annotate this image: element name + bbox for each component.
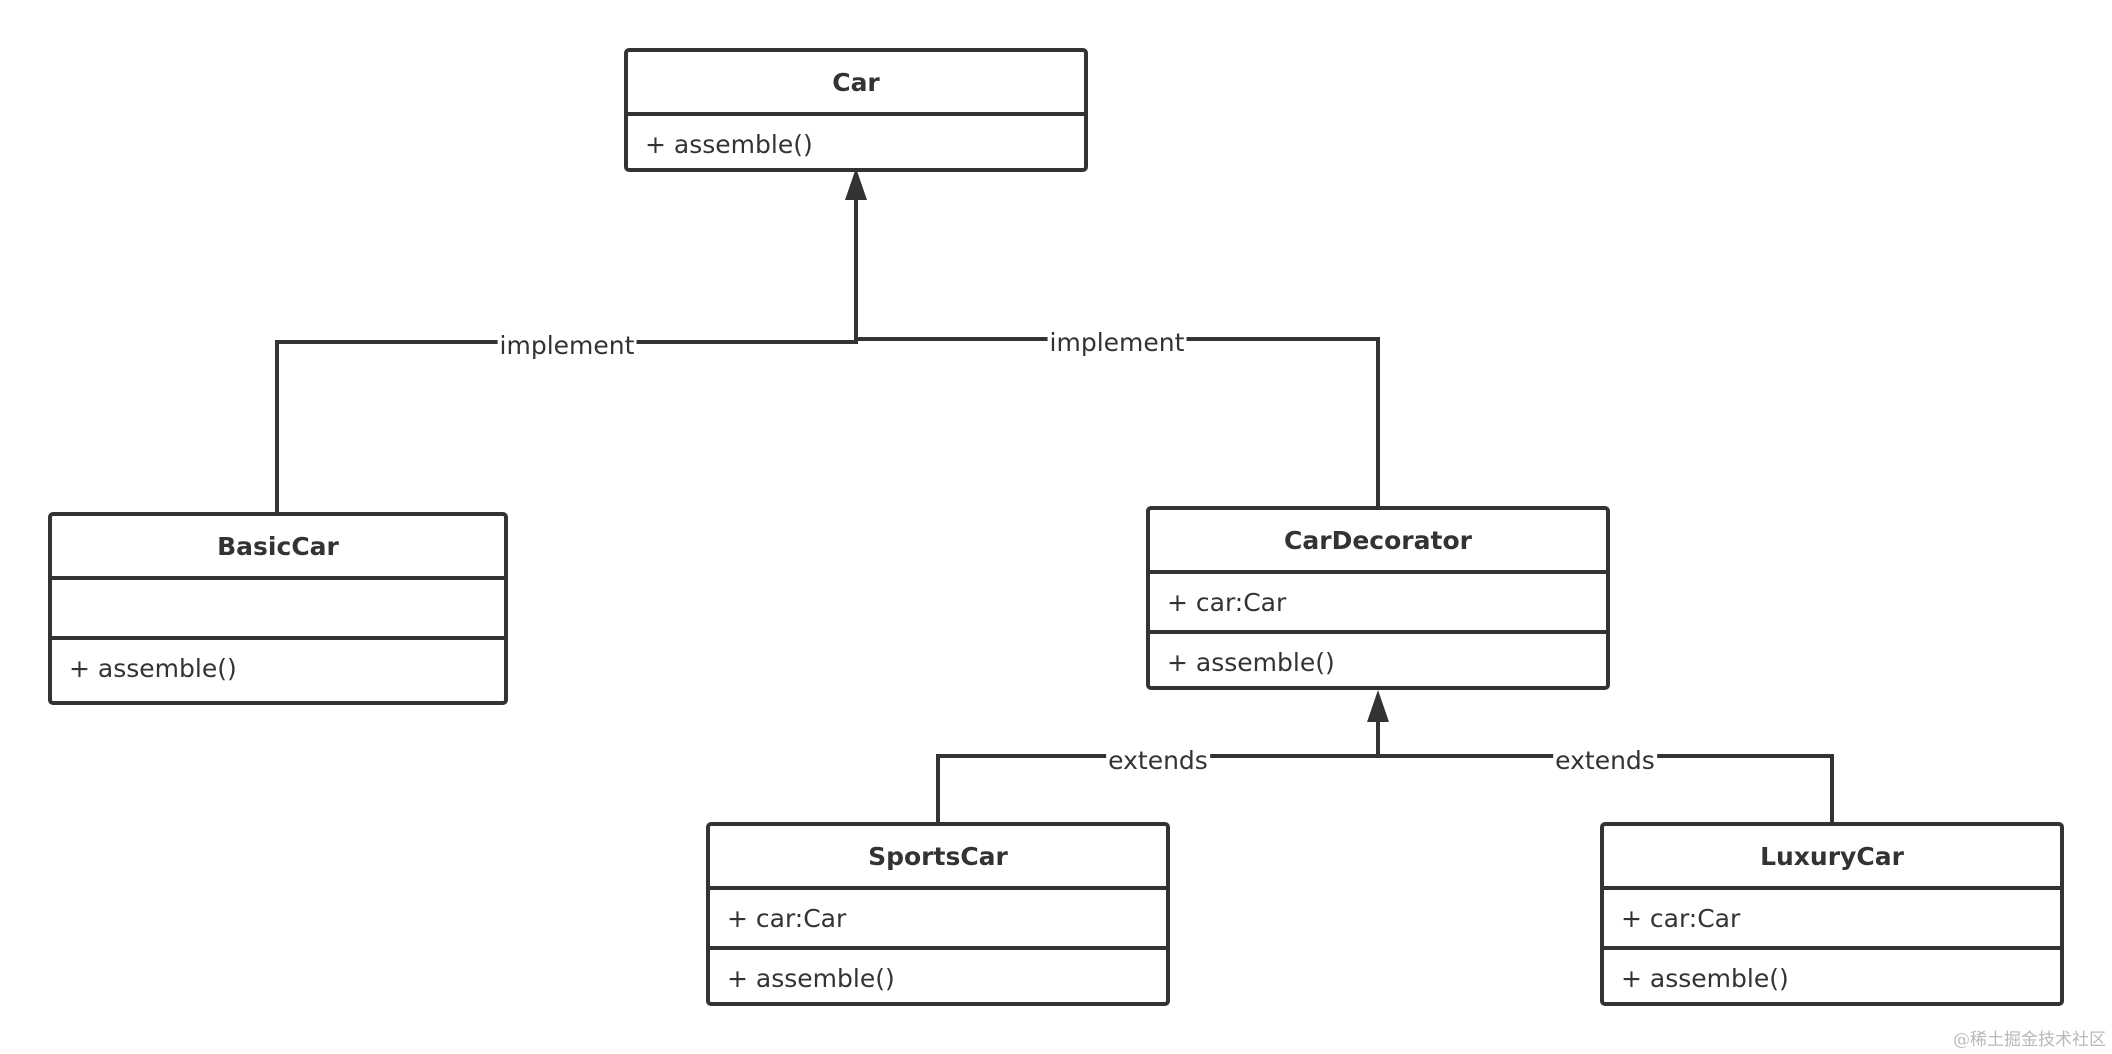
class-basiccar: BasicCar + assemble() (48, 512, 508, 705)
class-luxurycar: LuxuryCar + car:Car + assemble() (1600, 822, 2064, 1006)
edge-label-basiccar-implement: implement (497, 331, 637, 360)
class-sportscar-name: SportsCar (868, 841, 1008, 871)
class-car-name: Car (832, 67, 880, 97)
class-sportscar-attribute: + car:Car (710, 886, 1166, 946)
connector-luxurycar-to-cardecorator (1378, 754, 1834, 823)
car-inheritance-arrow-icon (845, 168, 867, 200)
class-cardecorator-attribute: + car:Car (1150, 570, 1606, 630)
edge-label-cardecorator-implement: implement (1047, 328, 1187, 357)
class-basiccar-attributes (52, 576, 504, 636)
class-luxurycar-attribute: + car:Car (1604, 886, 2060, 946)
watermark: @稀土掘金技术社区 (1953, 1030, 2106, 1050)
class-sportscar: SportsCar + car:Car + assemble() (706, 822, 1170, 1006)
class-basiccar-name: BasicCar (217, 531, 339, 561)
class-car: Car + assemble() (624, 48, 1088, 172)
class-luxurycar-name: LuxuryCar (1760, 841, 1904, 871)
class-cardecorator-name: CarDecorator (1284, 525, 1472, 555)
class-luxurycar-method: + assemble() (1604, 946, 2060, 1006)
cardecorator-inheritance-arrow-icon (1367, 690, 1389, 722)
class-cardecorator: CarDecorator + car:Car + assemble() (1146, 506, 1610, 690)
connector-cardecorator-to-car (856, 337, 1380, 507)
class-basiccar-method: + assemble() (52, 636, 504, 696)
class-car-method: + assemble() (628, 112, 1084, 172)
class-sportscar-method: + assemble() (710, 946, 1166, 1006)
class-cardecorator-method: + assemble() (1150, 630, 1606, 690)
edge-label-sportscar-extends: extends (1106, 746, 1210, 775)
edge-label-luxurycar-extends: extends (1553, 746, 1657, 775)
